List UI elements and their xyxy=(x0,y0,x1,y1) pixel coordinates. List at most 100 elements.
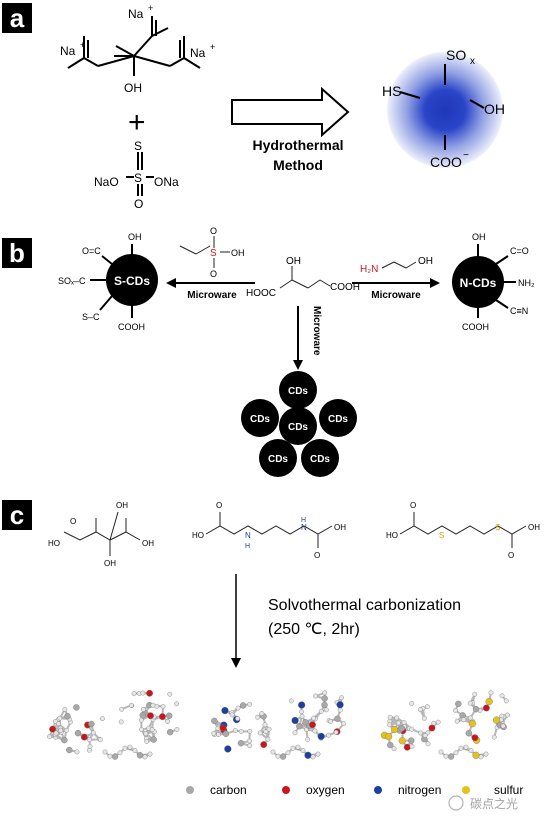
model-atom xyxy=(472,691,478,697)
model-atom xyxy=(312,728,318,734)
model-atom xyxy=(471,734,479,742)
thio-o-left: O xyxy=(410,501,416,510)
n-cds-ceo: C=O xyxy=(510,246,529,256)
edda-o-right: O xyxy=(314,551,320,560)
model-atom xyxy=(107,753,113,759)
model-atom xyxy=(263,729,269,735)
model-atom xyxy=(140,690,146,696)
citric-ho: HO xyxy=(48,539,60,548)
model-atom xyxy=(304,751,312,759)
na-charge-top: + xyxy=(148,3,153,13)
model-atom xyxy=(418,730,424,736)
cd-label-2: CDs xyxy=(250,414,270,425)
thiosulfate-ona: ONa xyxy=(154,175,179,189)
vinylsulfonic-oh: OH xyxy=(231,248,245,258)
model-atom xyxy=(290,745,296,751)
model-atom xyxy=(127,744,133,750)
model-atom xyxy=(463,744,469,750)
legend-label-oxygen: oxygen xyxy=(306,783,345,797)
model-atom xyxy=(74,749,80,755)
molecular-model-citric xyxy=(47,689,180,760)
vinylsulfonic-o-bottom: O xyxy=(210,269,217,279)
thio-diacid-structure xyxy=(399,512,527,548)
model-atom xyxy=(149,727,155,733)
edda-n-right: N xyxy=(301,523,307,532)
model-atom xyxy=(139,727,144,732)
model-atom xyxy=(235,716,240,722)
model-atom xyxy=(224,745,232,753)
model-atom xyxy=(61,736,68,744)
model-atom xyxy=(295,744,301,750)
model-atom xyxy=(503,698,509,704)
model-atom xyxy=(211,730,217,736)
n-cds-nh2: NH₂ xyxy=(518,278,535,288)
panel-a: a Na + Na + Na + OH + xyxy=(2,3,505,211)
model-atom xyxy=(422,715,427,721)
model-atom xyxy=(467,715,473,721)
model-atom xyxy=(409,701,415,706)
s-cds-sox: SOₓ–C xyxy=(58,276,86,286)
legend-label-nitrogen: nitrogen xyxy=(398,783,441,797)
n-cds-label: N-CDs xyxy=(460,276,497,290)
model-atom xyxy=(299,709,304,715)
dot-oh: OH xyxy=(484,101,505,117)
thiosulfate-nao: NaO xyxy=(94,175,119,189)
legend-swatch-carbon xyxy=(186,786,194,794)
model-atom xyxy=(57,715,63,721)
model-atom xyxy=(219,724,227,732)
model-atom xyxy=(270,749,276,755)
model-atom xyxy=(318,708,324,714)
model-atom xyxy=(500,723,506,729)
model-atom xyxy=(255,714,260,720)
model-atom xyxy=(391,746,397,752)
cd-label-6: CDs xyxy=(310,454,330,465)
model-atom xyxy=(299,713,305,719)
model-atom xyxy=(488,690,494,696)
model-atom xyxy=(398,737,406,745)
watermark: 碳点之光 xyxy=(448,795,518,811)
model-atom xyxy=(461,717,467,723)
n-cds-oh: OH xyxy=(472,232,486,242)
model-atom xyxy=(505,712,510,718)
model-atom xyxy=(143,731,149,737)
cd-label-1: CDs xyxy=(288,386,308,397)
model-atom xyxy=(165,718,170,724)
na-label-right: Na xyxy=(190,46,206,60)
model-atom xyxy=(455,700,462,708)
plus-sign: + xyxy=(128,106,146,139)
model-atom xyxy=(387,722,392,728)
model-atom xyxy=(336,701,344,709)
model-atom xyxy=(53,730,59,736)
model-atom xyxy=(150,702,156,708)
model-atom xyxy=(239,702,247,709)
model-atom xyxy=(387,741,394,749)
model-atom xyxy=(247,738,252,744)
model-atom xyxy=(138,717,144,723)
model-atom xyxy=(56,721,61,727)
model-atom xyxy=(291,716,299,725)
legend-label-sulfur: sulfur xyxy=(494,783,523,797)
model-atom xyxy=(167,691,173,697)
model-atom xyxy=(390,725,399,734)
model-atom xyxy=(147,712,154,720)
malic-hooc: HOOC xyxy=(246,288,276,299)
model-atom xyxy=(417,707,423,713)
legend-swatch-nitrogen xyxy=(374,786,382,794)
model-atom xyxy=(131,691,137,696)
edda-h-right: H xyxy=(301,517,306,524)
model-atom xyxy=(66,746,73,754)
model-atom xyxy=(260,741,268,748)
model-atom xyxy=(483,751,489,757)
vinylsulfonic-acid-structure xyxy=(179,236,230,268)
sodium-thiosulfate-structure xyxy=(126,152,154,196)
panel-label-a: a xyxy=(10,3,25,33)
model-atom xyxy=(144,739,150,744)
arrow-left-label: Microware xyxy=(187,290,237,301)
model-atom xyxy=(409,726,415,732)
model-atom xyxy=(122,745,128,751)
panel-label-c: c xyxy=(10,500,24,530)
model-atom xyxy=(235,705,241,711)
hydrothermal-label-line1: Hydrothermal xyxy=(252,137,343,153)
edda-structure xyxy=(205,512,333,548)
cds-cluster xyxy=(241,371,357,477)
